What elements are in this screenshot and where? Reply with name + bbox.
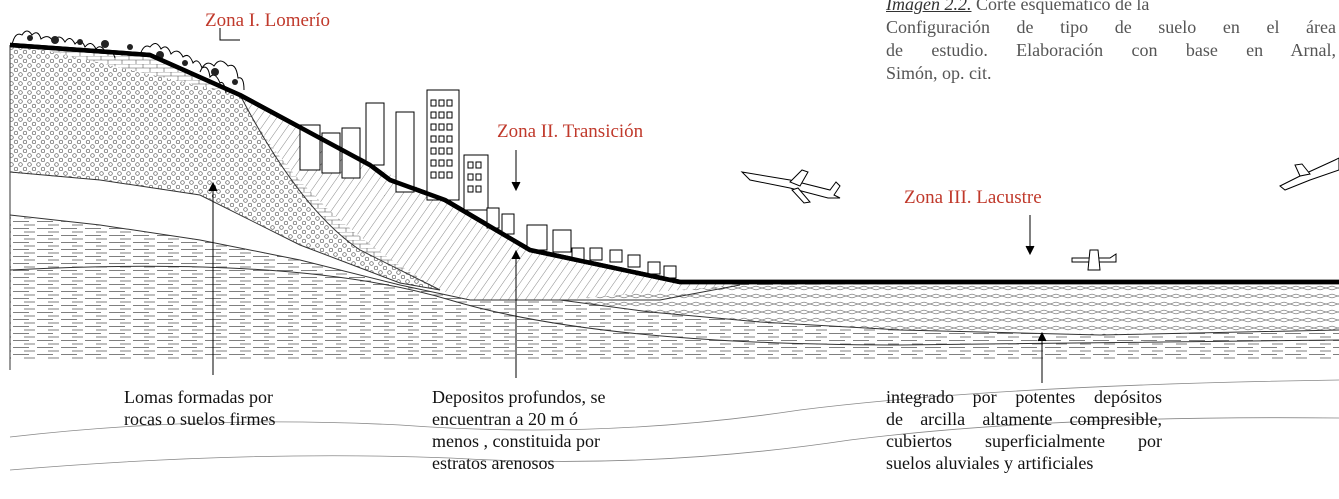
- airplane-icon: [1071, 249, 1117, 271]
- arrow-up-icon: [208, 181, 1047, 383]
- caption-title: Imagen 2.2.: [886, 0, 972, 14]
- background-wave-lines: [9, 379, 1339, 471]
- desc-lomas-line: Lomas formadas por: [124, 387, 273, 407]
- desc-lomas-line: rocas o suelos firmes: [124, 409, 276, 429]
- desc-depositos-line: estratos arenosos: [432, 453, 555, 473]
- caption-line-1: Configuración de tipo de suelo en el áre…: [886, 17, 1336, 37]
- figure-caption: Imagen 2.2. Corte esquemático de la Conf…: [886, 0, 1336, 85]
- caption-title-suffix: Corte esquemático de la: [971, 0, 1150, 14]
- zone-transicion-label: Zona II. Transición: [497, 121, 644, 142]
- desc-integrado-line: integrado por potentes depósitos: [886, 387, 1162, 407]
- airplane-icon: [740, 169, 841, 204]
- desc-depositos-line: Depositos profundos, se: [432, 387, 606, 407]
- desc-lomas: Lomas formadas por rocas o suelos firmes: [124, 386, 324, 430]
- zone-lacustre-label: Zona III. Lacustre: [904, 187, 1042, 208]
- desc-depositos: Depositos profundos, se encuentran a 20 …: [432, 386, 692, 474]
- airplane-icon: [1279, 157, 1339, 191]
- layer-boundaries: [9, 45, 1339, 370]
- caption-line-3: Simón, op. cit.: [886, 63, 992, 83]
- desc-depositos-line: menos , constituida por: [432, 431, 600, 451]
- zone-lomerio-label: Zona I. Lomerío: [205, 10, 331, 31]
- tree-icon: [11, 30, 245, 94]
- soil-layers: [10, 45, 1339, 360]
- desc-integrado-line: de arcilla altamente compresible,: [886, 409, 1162, 429]
- lomerio-dotted-rock: [10, 45, 440, 290]
- building-icon: [299, 89, 677, 279]
- desc-integrado-line: suelos aluviales y artificiales: [886, 453, 1094, 473]
- desc-integrado-line: cubiertos superficialmente por: [886, 431, 1162, 451]
- arrow-down-icon: [219, 28, 1035, 256]
- desc-depositos-line: encuentran a 20 m ó: [432, 409, 578, 429]
- desc-integrado: integrado por potentes depósitos de arci…: [886, 386, 1162, 474]
- caption-line-2: de estudio. Elaboración con base en Arna…: [886, 40, 1336, 60]
